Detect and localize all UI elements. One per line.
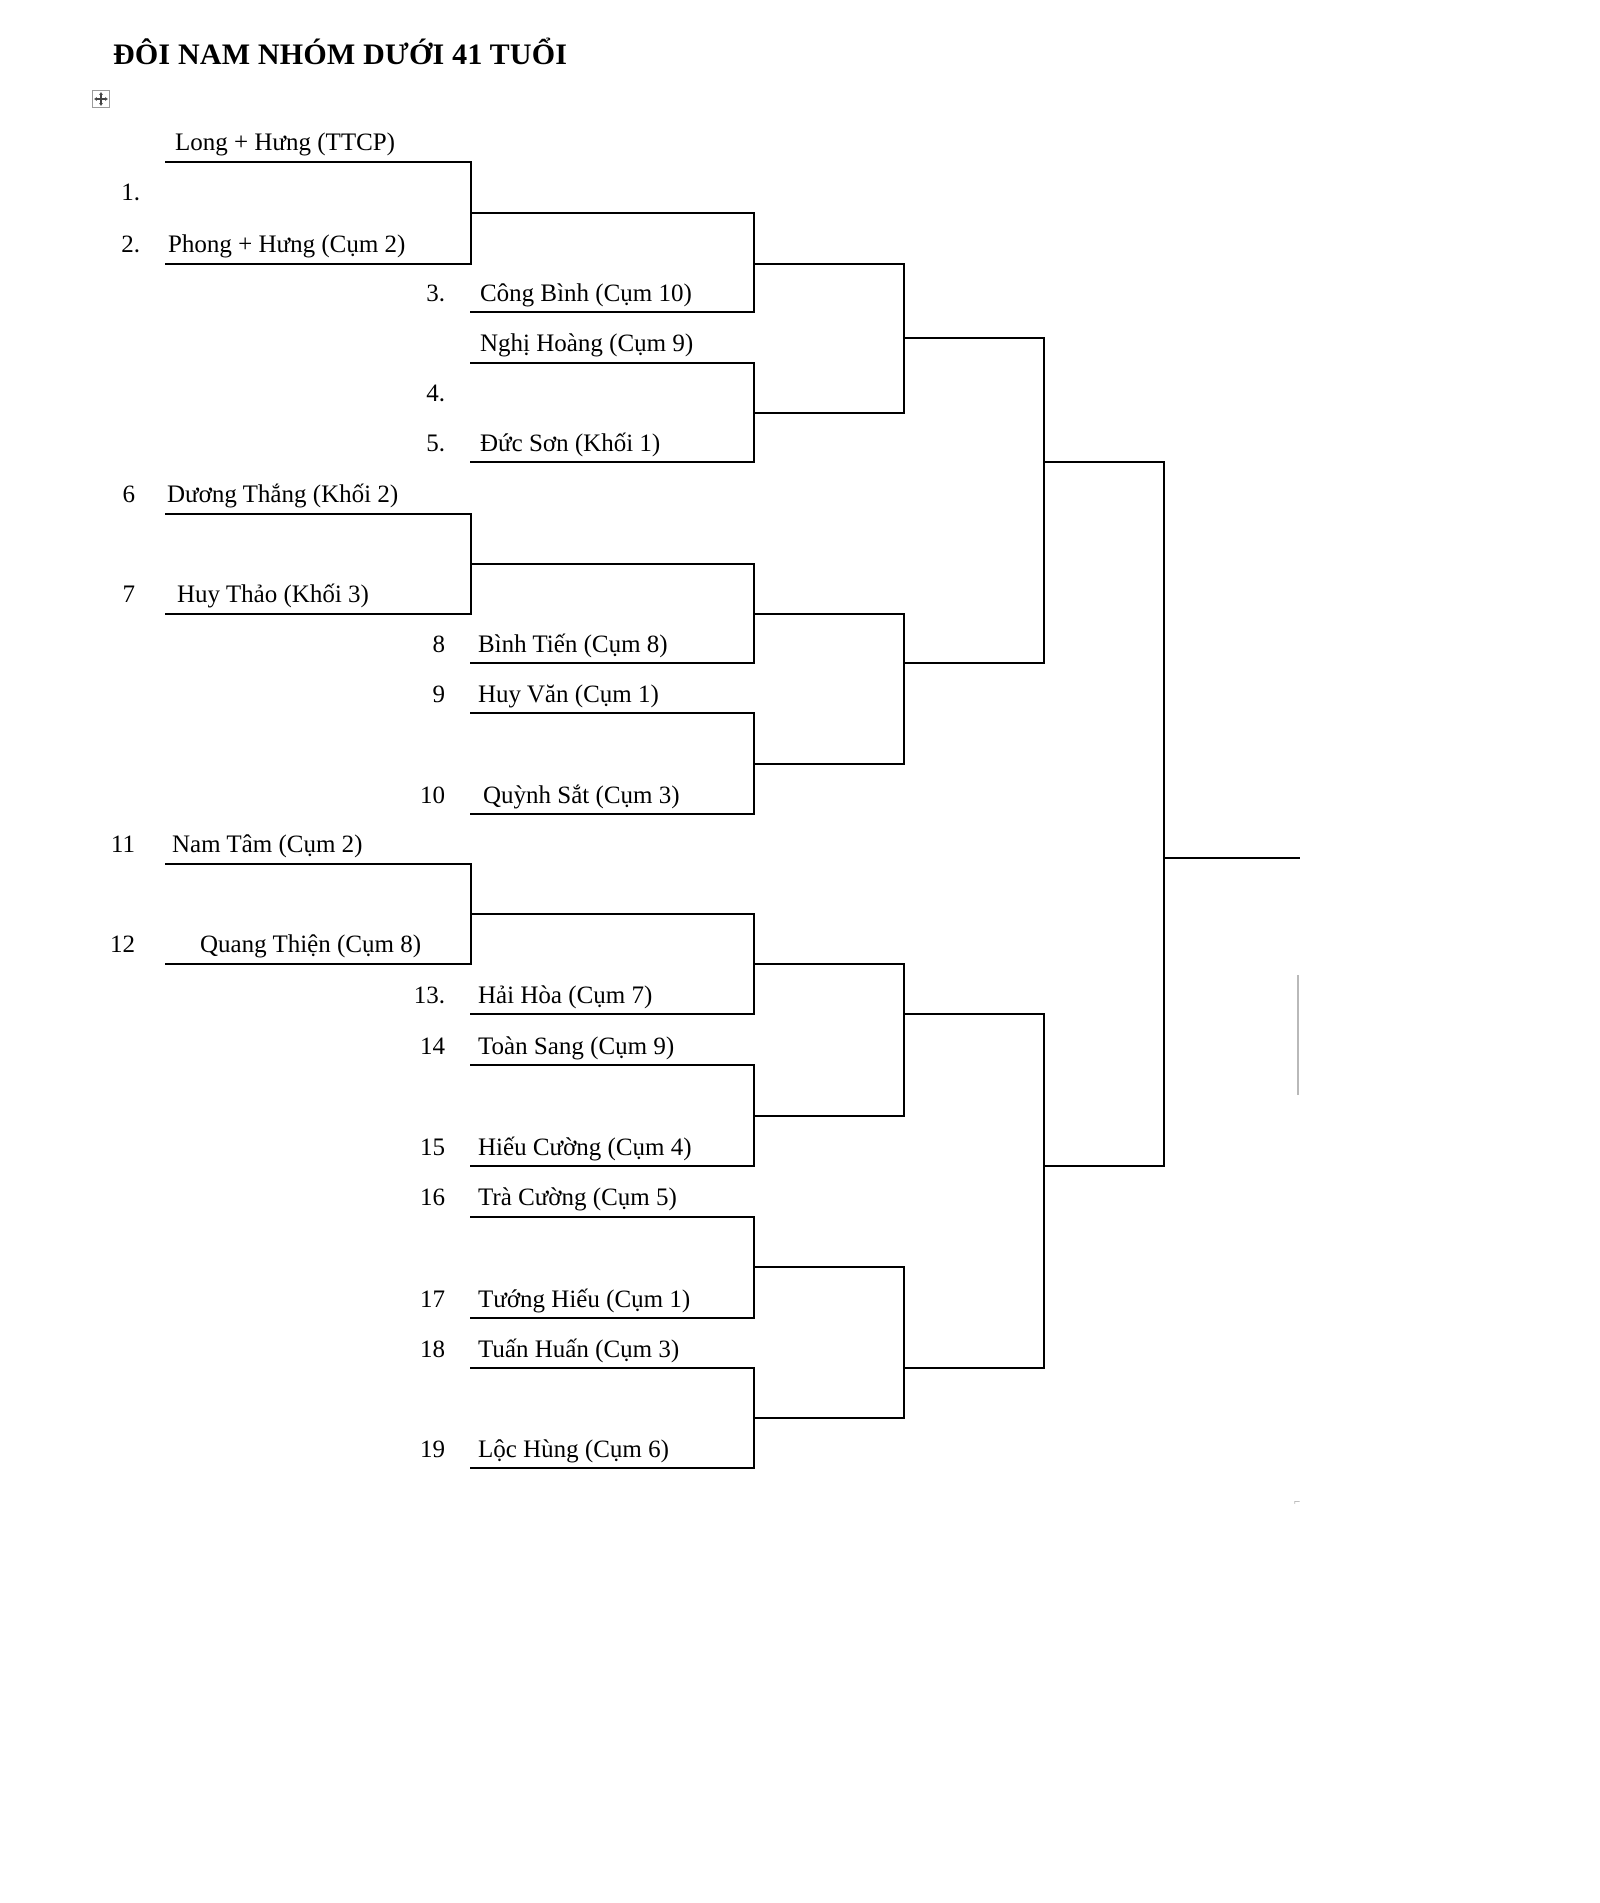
move-cross-icon[interactable] <box>92 90 110 108</box>
bracket-entry[interactable]: Tướng Hiếu (Cụm 1) <box>478 1286 691 1313</box>
bracket-entry[interactable]: Toàn Sang (Cụm 9) <box>478 1033 675 1060</box>
seed-number: 18 <box>420 1336 445 1363</box>
seed-number: 1. <box>121 179 140 206</box>
page-corner-mark: ⌐ <box>1294 1496 1301 1508</box>
bracket-entry[interactable]: Bình Tiến (Cụm 8) <box>478 631 668 658</box>
seed-number: 14 <box>420 1033 445 1060</box>
bracket-line-underline-1 <box>165 161 472 163</box>
bracket-line-winner-3 <box>470 913 755 915</box>
bracket-line-round2-1 <box>753 263 905 265</box>
page-edge-mark <box>1297 975 1299 1095</box>
seed-number: 19 <box>420 1436 445 1463</box>
bracket-entry[interactable]: Huy Văn (Cụm 1) <box>478 681 659 708</box>
bracket-connector-vertical-13 <box>903 963 905 1117</box>
bracket-connector-vertical-16 <box>903 1266 905 1419</box>
seed-number: 10 <box>420 782 445 809</box>
bracket-line-underline-6 <box>165 513 472 515</box>
bracket-entry[interactable]: Long + Hưng (TTCP) <box>175 129 395 156</box>
bracket-line-round2-5 <box>753 963 905 965</box>
bracket-line-winner-2 <box>470 563 755 565</box>
bracket-line-winner-1 <box>470 212 755 214</box>
bracket-line-semifinal-upper <box>1043 461 1165 463</box>
bracket-connector-vertical-final <box>1163 461 1165 1167</box>
seed-number: 15 <box>420 1134 445 1161</box>
bracket-line-round2-4 <box>753 763 905 765</box>
bracket-line-underline-19 <box>470 1467 755 1469</box>
seed-number: 9 <box>432 681 446 708</box>
bracket-line-underline-12 <box>165 963 472 965</box>
bracket-line-underline-3 <box>470 311 755 313</box>
bracket-line-underline-18 <box>470 1367 755 1369</box>
bracket-entry[interactable]: Dương Thắng (Khối 2) <box>167 481 399 508</box>
bracket-line-underline-9 <box>470 712 755 714</box>
seed-number: 11 <box>110 831 135 858</box>
bracket-line-round2-2 <box>753 412 905 414</box>
seed-number: 16 <box>420 1184 445 1211</box>
bracket-entry[interactable]: Đức Sơn (Khối 1) <box>480 430 661 457</box>
bracket-entry[interactable]: Hiếu Cường (Cụm 4) <box>478 1134 692 1161</box>
bracket-line-underline-7 <box>165 613 472 615</box>
seed-number: 5. <box>426 430 445 457</box>
bracket-entry[interactable]: Lộc Hùng (Cụm 6) <box>478 1436 669 1463</box>
bracket-line-round2-3 <box>753 613 905 615</box>
bracket-line-underline-10 <box>470 813 755 815</box>
seed-number: 2. <box>121 231 140 258</box>
bracket-line-final <box>1163 857 1300 859</box>
bracket-line-underline-16 <box>470 1216 755 1218</box>
bracket-connector-vertical-17 <box>1043 1013 1045 1369</box>
bracket-line-round2-6 <box>753 1115 905 1117</box>
seed-number: 7 <box>122 581 136 608</box>
bracket-line-underline-15 <box>470 1165 755 1167</box>
bracket-connector-vertical-3 <box>753 212 755 313</box>
bracket-line-underline-11 <box>165 863 472 865</box>
bracket-entry[interactable]: Tuấn Huấn (Cụm 3) <box>478 1336 680 1363</box>
bracket-line-underline-13 <box>470 1013 755 1015</box>
bracket-entry[interactable]: Quang Thiện (Cụm 8) <box>200 931 422 958</box>
seed-number: 17 <box>420 1286 445 1313</box>
bracket-line-semifinal-lower <box>1043 1165 1165 1167</box>
bracket-entry[interactable]: Trà Cường (Cụm 5) <box>478 1184 677 1211</box>
bracket-line-round3-3 <box>903 1013 1045 1015</box>
bracket-line-round2-7 <box>753 1266 905 1268</box>
bracket-line-round3-2 <box>903 662 1045 664</box>
bracket-entry[interactable]: Huy Thảo (Khối 3) <box>177 581 369 608</box>
bracket-line-underline-5 <box>470 461 755 463</box>
bracket-line-round3-1 <box>903 337 1045 339</box>
bracket-entry[interactable]: Phong + Hưng (Cụm 2) <box>168 231 406 258</box>
bracket-line-round2-8 <box>753 1417 905 1419</box>
bracket-entry[interactable]: Nam Tâm (Cụm 2) <box>172 831 363 858</box>
bracket-connector-vertical-9 <box>1043 337 1045 664</box>
page-title: ĐÔI NAM NHÓM DƯỚI 41 TUỔI <box>113 38 568 71</box>
bracket-entry[interactable]: Quỳnh Sắt (Cụm 3) <box>483 782 680 809</box>
seed-number: 12 <box>110 931 135 958</box>
bracket-entry[interactable]: Hải Hòa (Cụm 7) <box>478 982 653 1009</box>
bracket-line-underline-14 <box>470 1064 755 1066</box>
seed-number: 4. <box>426 380 445 407</box>
seed-number: 13. <box>413 982 445 1009</box>
seed-number: 6 <box>122 481 136 508</box>
bracket-entry[interactable]: Nghị Hoàng (Cụm 9) <box>480 330 694 357</box>
seed-number: 3. <box>426 280 445 307</box>
bracket-connector-vertical-8 <box>903 613 905 765</box>
bracket-line-underline-8 <box>470 662 755 664</box>
bracket-line-underline-2 <box>165 263 472 265</box>
bracket-entry[interactable]: Công Bình (Cụm 10) <box>480 280 692 307</box>
bracket-line-underline-4 <box>470 362 755 364</box>
bracket-line-round3-4 <box>903 1367 1045 1369</box>
seed-number: 8 <box>432 631 446 658</box>
bracket-line-underline-17 <box>470 1317 755 1319</box>
